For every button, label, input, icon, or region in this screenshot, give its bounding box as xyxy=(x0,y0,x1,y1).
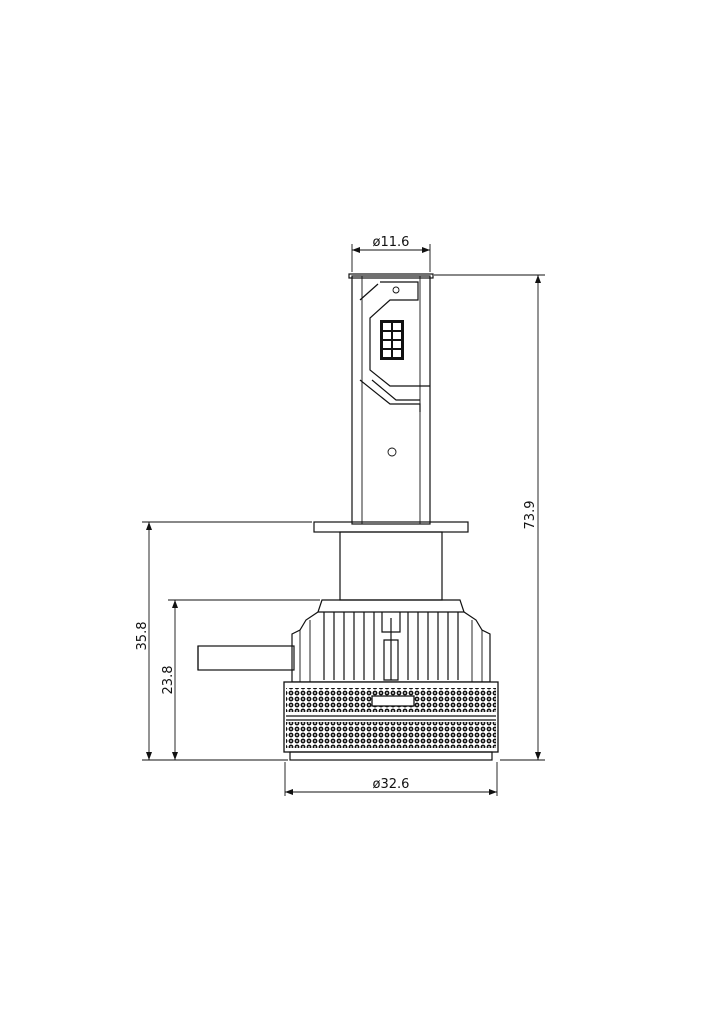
dim-stem-diameter-label: ø11.6 xyxy=(373,235,410,250)
dim-stem-diameter: ø11.6 xyxy=(351,235,431,272)
dim-flange-height-label: 35.8 xyxy=(135,622,150,651)
knurled-base xyxy=(283,681,499,761)
heatsink-fins xyxy=(323,612,459,681)
led-chip-holder xyxy=(359,281,430,457)
dim-total-height: 73.9 xyxy=(434,274,545,761)
dim-flange-height: 35.8 xyxy=(135,521,312,761)
stem xyxy=(348,273,434,525)
power-lead xyxy=(197,645,295,671)
heatsink-body xyxy=(291,599,491,683)
dim-body-height: 23.8 xyxy=(161,599,320,760)
dim-body-height-label: 23.8 xyxy=(161,666,176,695)
led-chip-array xyxy=(380,320,404,360)
dim-base-diameter-label: ø32.6 xyxy=(373,777,410,792)
mounting-flange xyxy=(313,521,469,601)
dim-total-height-label: 73.9 xyxy=(523,501,538,530)
dim-base-diameter: ø32.6 xyxy=(284,762,498,796)
